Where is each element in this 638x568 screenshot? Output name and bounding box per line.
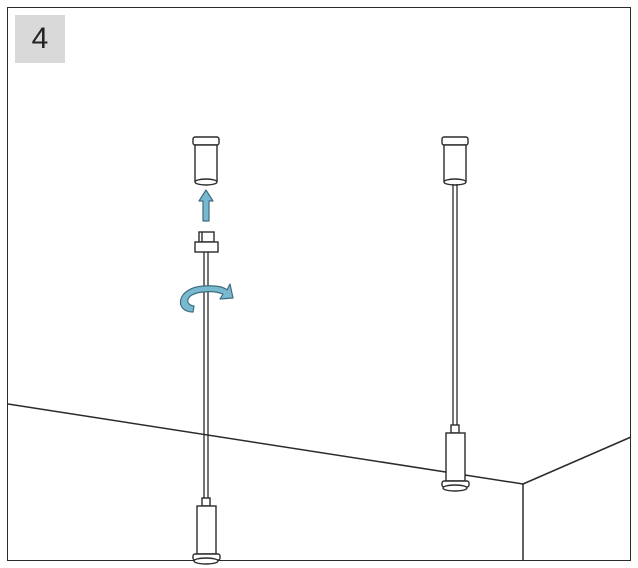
up-arrow-icon — [198, 189, 214, 222]
cable-gripper-left — [192, 497, 221, 565]
step-number: 4 — [31, 22, 49, 55]
rotate-arrow-icon — [179, 283, 234, 313]
suspension-cable-left — [203, 252, 209, 498]
suspension-cable-right — [452, 184, 458, 425]
step-number-badge: 4 — [15, 15, 65, 63]
cable-gripper-right — [441, 424, 470, 492]
ceiling-fitting — [194, 231, 219, 253]
room-corner — [7, 403, 632, 561]
ceiling-edge-left — [7, 403, 524, 485]
ceiling-cap-installed — [441, 136, 469, 186]
ceiling-cap-detached — [192, 136, 220, 186]
ceiling-edge-right — [522, 436, 632, 485]
step-panel — [7, 7, 631, 561]
